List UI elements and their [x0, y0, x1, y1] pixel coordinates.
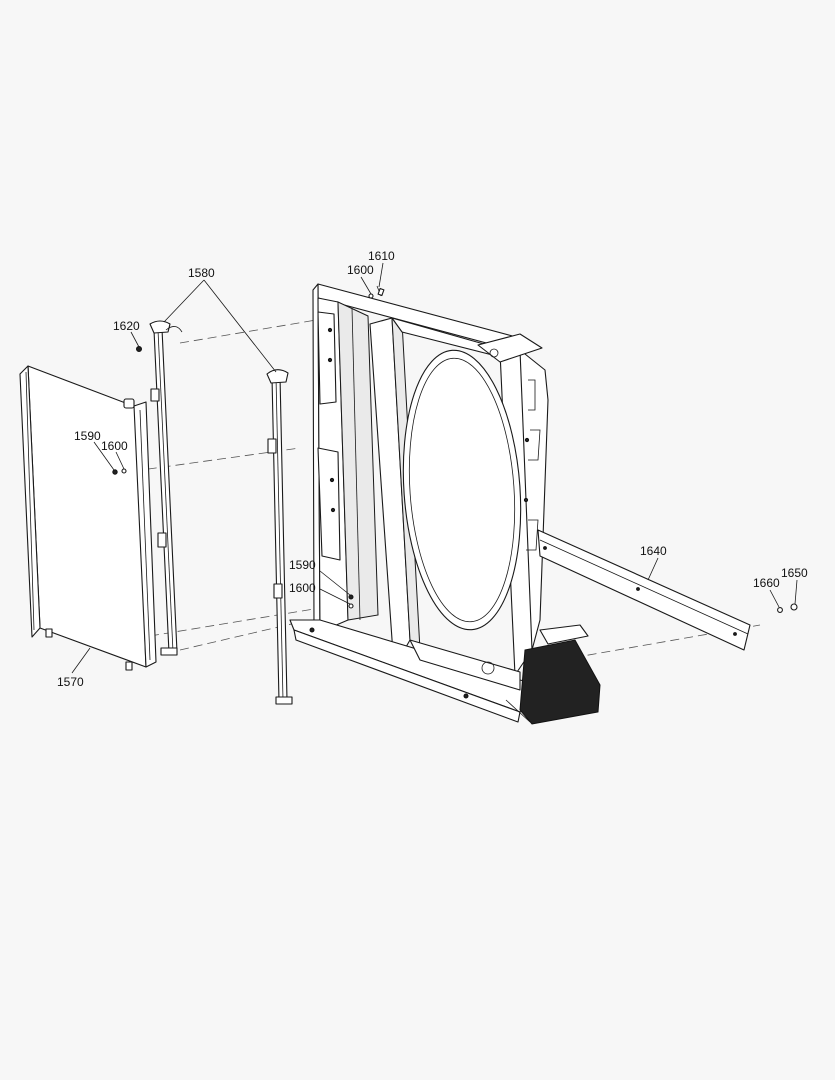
callout-1590-right: 1590: [289, 558, 316, 572]
callout-1660: 1660: [753, 576, 780, 590]
callout-1590-left: 1590: [74, 429, 101, 443]
callout-1640: 1640: [640, 544, 667, 558]
radiator-frame: [289, 283, 601, 725]
callout-1650: 1650: [781, 566, 808, 580]
callout-1600-top: 1600: [347, 263, 374, 277]
callout-1610: 1610: [368, 249, 395, 263]
callout-1570: 1570: [57, 675, 84, 689]
callout-1620: 1620: [113, 319, 140, 333]
part-1580-bracket-right: [266, 369, 293, 705]
part-1580-bracket-left: [149, 320, 183, 656]
part-1640-strip: [537, 529, 751, 651]
callout-1580: 1580: [188, 266, 215, 280]
callout-1600-right: 1600: [289, 581, 316, 595]
callout-labels: 1580 1620 1590 1600 1590 1600 1600 1610 …: [57, 249, 808, 689]
leader-lines: [71, 262, 798, 674]
callout-1600-left: 1600: [101, 439, 128, 453]
hardware: [112, 285, 798, 613]
part-1570-panel: [19, 365, 157, 671]
